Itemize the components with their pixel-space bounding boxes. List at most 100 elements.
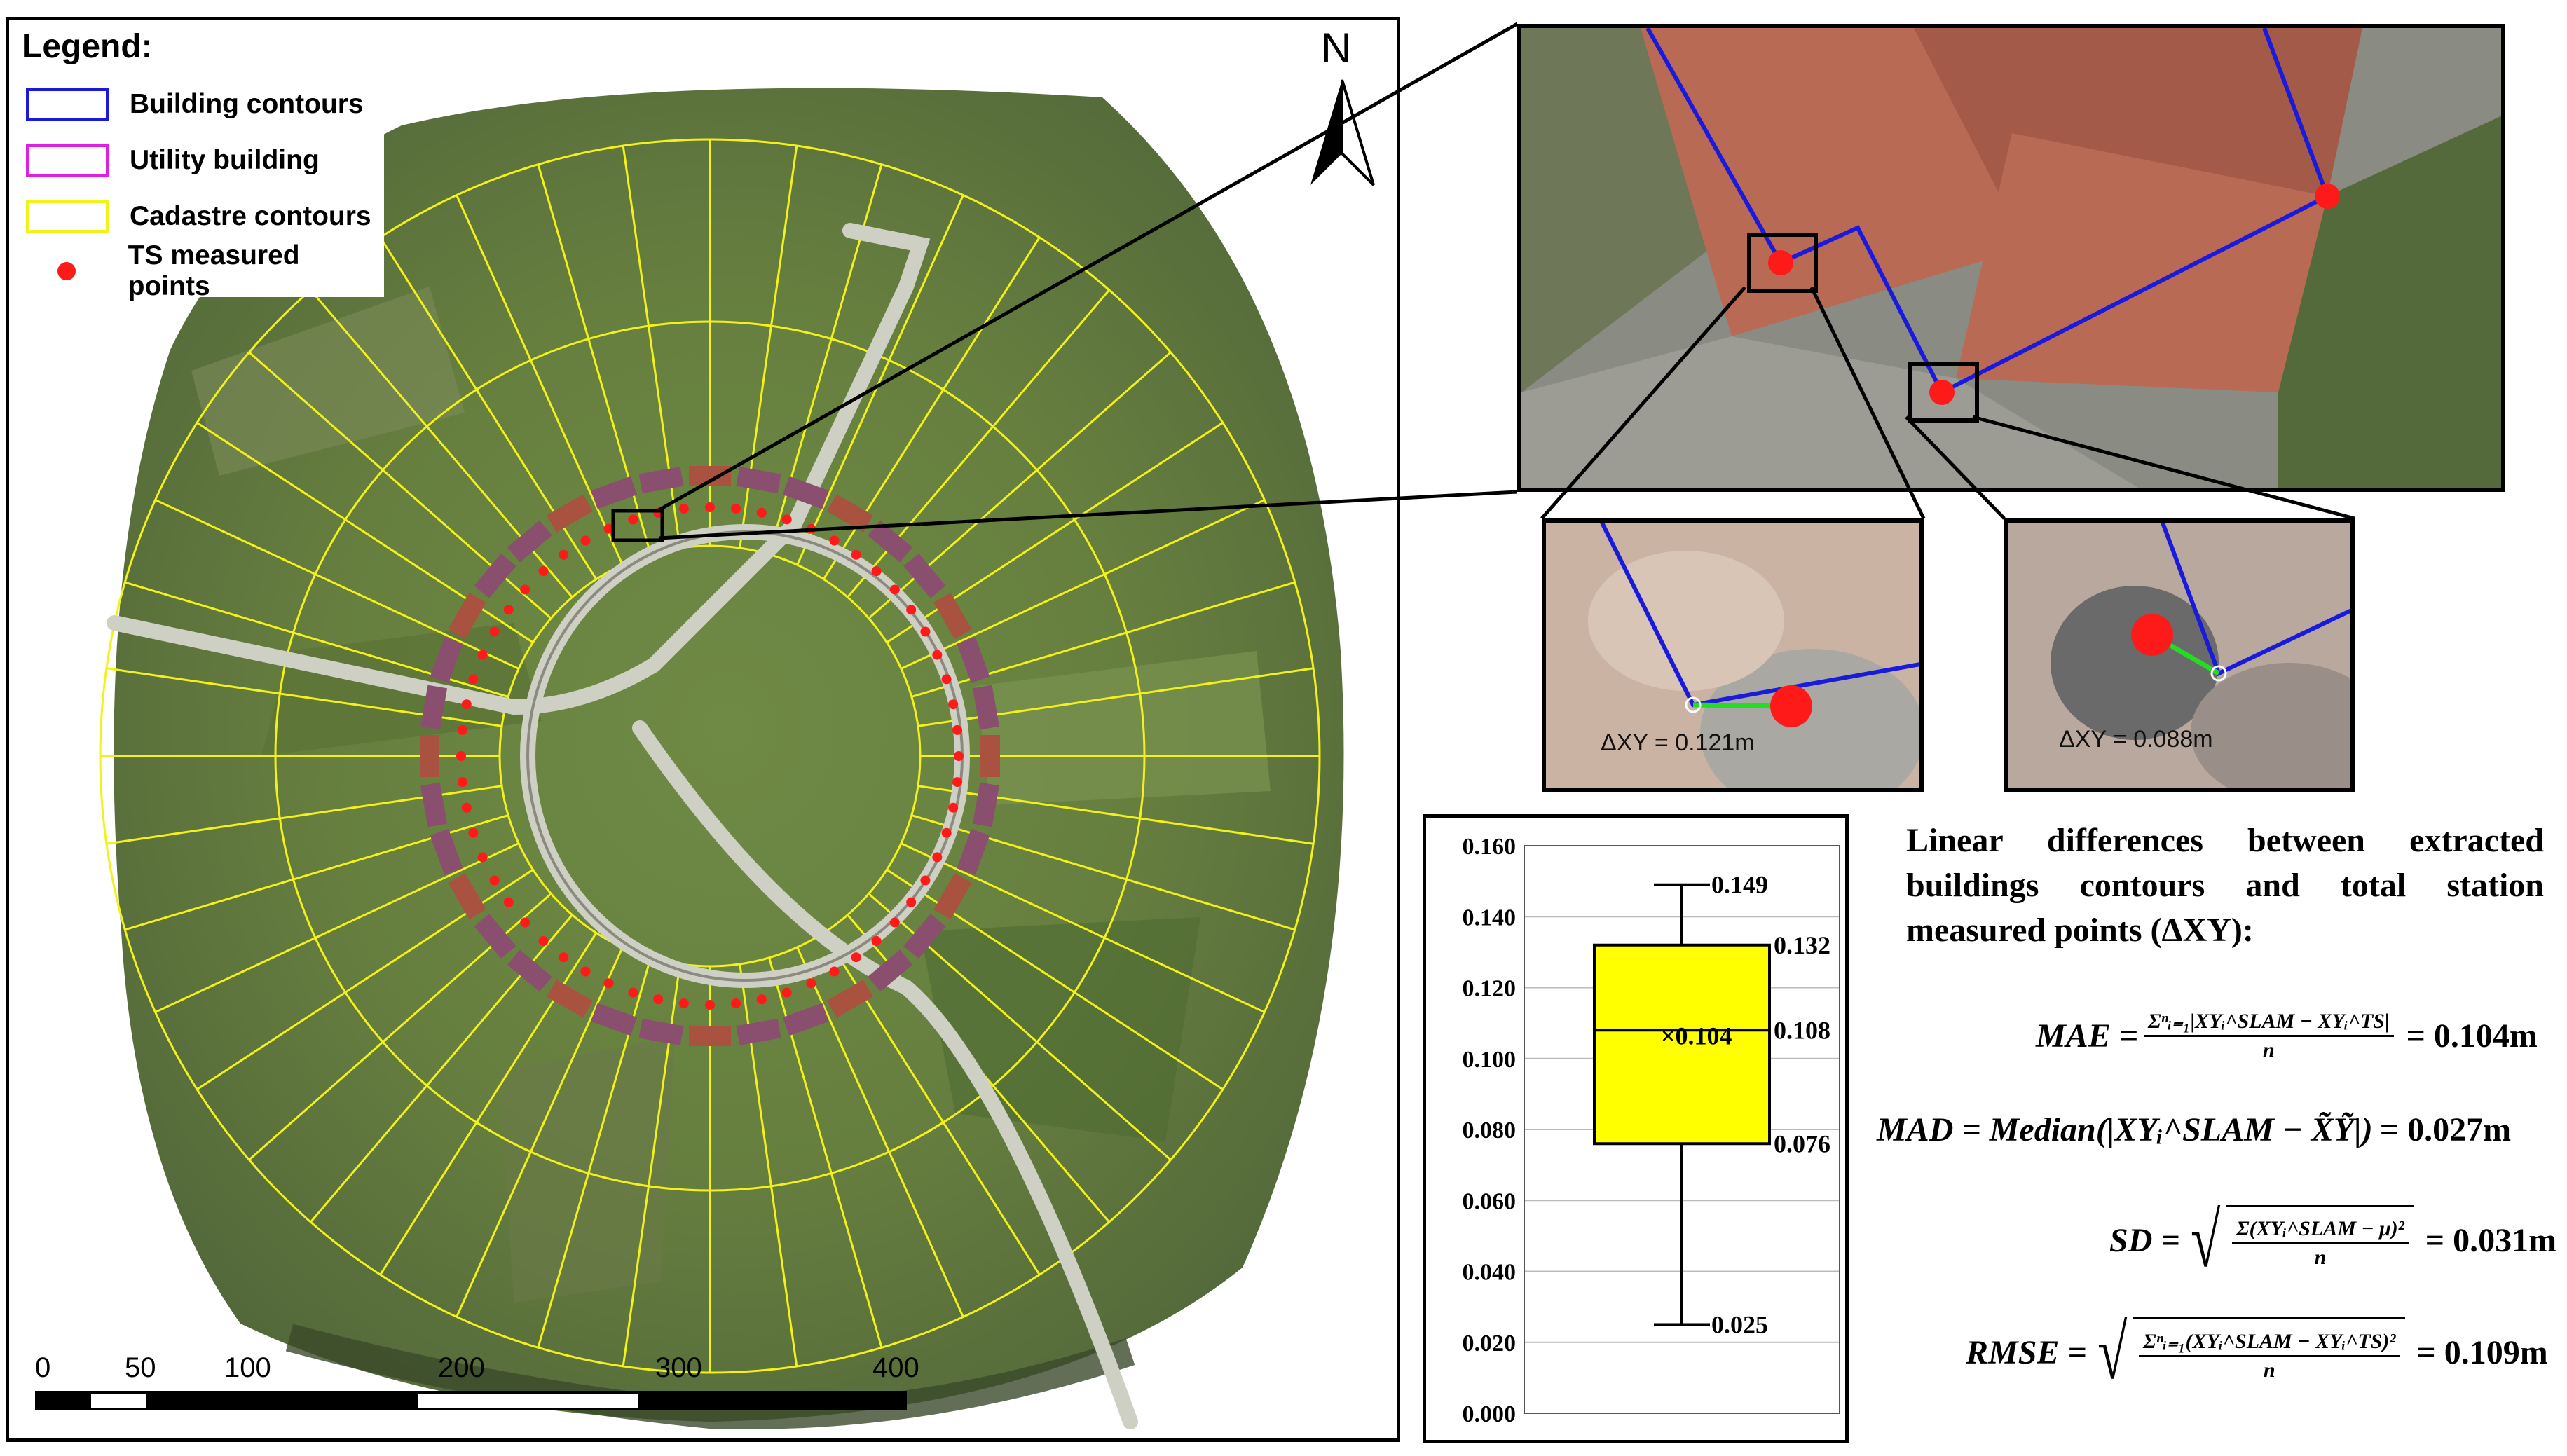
building	[430, 828, 463, 875]
ts-measured-point	[871, 566, 882, 577]
ts-measured-points	[456, 502, 964, 1010]
north-arrow: N	[1289, 24, 1395, 213]
legend-item-building: Building contours	[26, 85, 364, 124]
ts-measured-point	[731, 998, 741, 1009]
mae-denominator: n	[2262, 1038, 2275, 1062]
mae-lhs: MAE =	[2036, 1017, 2139, 1055]
ts-measured-point	[468, 674, 479, 685]
ts-measured-point	[756, 507, 767, 518]
ts-measured-point	[781, 514, 792, 525]
ts-measured-point	[559, 549, 569, 560]
ts-measured-point	[781, 987, 792, 998]
ts-measured-point	[932, 650, 943, 660]
ts-measured-point	[461, 802, 472, 813]
building	[448, 873, 486, 919]
building	[957, 828, 990, 875]
ts-measured-point	[628, 987, 638, 998]
mad-lhs: MAD = Median(|XYᵢ^SLAM − X̃Ỹ|)	[1877, 1111, 2373, 1148]
ts-measured-point	[538, 566, 549, 577]
building	[736, 1018, 781, 1045]
ts-measured-point	[889, 584, 900, 595]
legend-label: Utility building	[130, 145, 320, 175]
iqr-box	[1593, 943, 1771, 1146]
ts-measured-point	[952, 724, 963, 735]
ts-measured-point	[756, 994, 767, 1005]
building	[933, 873, 972, 919]
mae-result: = 0.104m	[2406, 1017, 2538, 1055]
scale-tick-400: 400	[872, 1352, 919, 1383]
rmse-denominator: n	[2263, 1358, 2275, 1382]
ts-measured-point	[678, 998, 689, 1009]
legend-label: Cadastre contours	[130, 201, 371, 231]
building	[782, 1003, 829, 1036]
ts-measured-point	[538, 935, 549, 946]
legend-title: Legend:	[22, 28, 153, 65]
building	[448, 593, 486, 639]
ts-measured-point	[603, 978, 614, 989]
ts-measured-point	[952, 777, 963, 788]
building	[972, 782, 999, 827]
building	[689, 1026, 731, 1046]
ts-measured-point	[461, 699, 472, 710]
cadastre-swatch	[26, 200, 109, 233]
rmse-lhs: RMSE =	[1966, 1333, 2087, 1371]
ts-measured-point	[806, 523, 816, 534]
delta-label-left: ΔXY = 0.121m	[1601, 729, 1755, 756]
plot-frame	[1524, 845, 1840, 1414]
scale-bar: 0 50 100 200 300 400	[35, 1352, 946, 1422]
ts-measured-point	[954, 751, 964, 761]
ts-measured-point	[457, 777, 467, 788]
building	[547, 494, 593, 533]
ts-measured-point	[468, 827, 479, 838]
ts-measured-point	[520, 584, 530, 595]
ts-measured-point	[457, 724, 467, 735]
ts-measured-point	[580, 535, 591, 546]
ts-measured-point	[503, 605, 514, 615]
ts-measured-point	[653, 994, 664, 1005]
legend-item-ts-points: TS measured points	[26, 240, 384, 301]
q1-label: 0.076	[1774, 1129, 1830, 1158]
mae-numerator: Σⁿᵢ₌₁|XYᵢ^SLAM − XYᵢ^TS|	[2144, 1009, 2394, 1037]
building	[827, 980, 873, 1018]
y-tick-label: 0.160	[1463, 834, 1517, 860]
scale-tick-50: 50	[125, 1352, 156, 1383]
ts-measured-point	[920, 875, 931, 886]
building	[972, 685, 999, 730]
legend-label: TS measured points	[128, 240, 300, 301]
y-tick-label: 0.100	[1463, 1047, 1517, 1073]
building	[868, 949, 913, 992]
zoom-inset-right: ΔXY = 0.088m	[2004, 518, 2355, 792]
scale-tick-100: 100	[224, 1352, 271, 1383]
map-panel: Legend: Building contours Utility buildi…	[6, 17, 1400, 1442]
ts-measured-point	[477, 650, 488, 660]
y-tick-label: 0.060	[1463, 1188, 1517, 1214]
y-tick-label: 0.020	[1463, 1331, 1517, 1357]
delta-label-right: ΔXY = 0.088m	[2059, 726, 2213, 753]
rmse-result: = 0.109m	[2416, 1333, 2548, 1371]
ts-measured-point	[851, 952, 861, 963]
stats-title: Linear differences between extracted bui…	[1906, 822, 2544, 949]
ts-measured-point	[705, 1000, 715, 1010]
y-tick-label: 0.140	[1463, 905, 1517, 930]
min-label: 0.025	[1711, 1310, 1768, 1338]
ts-measured-point	[851, 549, 861, 560]
ts-measured-point	[580, 966, 591, 977]
ts-measured-point	[871, 935, 882, 946]
sd-numerator: Σ(XYᵢ^SLAM − μ)²	[2232, 1217, 2409, 1244]
building	[547, 980, 593, 1018]
sd-denominator: n	[2314, 1246, 2327, 1269]
y-tick-label: 0.040	[1463, 1260, 1517, 1286]
legend-item-utility: Utility building	[26, 141, 320, 180]
ts-measured-point	[520, 917, 530, 928]
ts-measured-point	[948, 699, 959, 710]
building	[474, 914, 516, 959]
ts-measured-point	[941, 674, 952, 685]
y-tick-label: 0.080	[1463, 1118, 1517, 1143]
median-label: 0.108	[1774, 1016, 1830, 1044]
ts-measured-point	[932, 852, 943, 863]
zoom-inset-left: ΔXY = 0.121m	[1542, 518, 1924, 792]
y-tick-label: 0.000	[1463, 1401, 1517, 1427]
building	[591, 1003, 638, 1036]
legend: Legend: Building contours Utility buildi…	[9, 20, 384, 301]
